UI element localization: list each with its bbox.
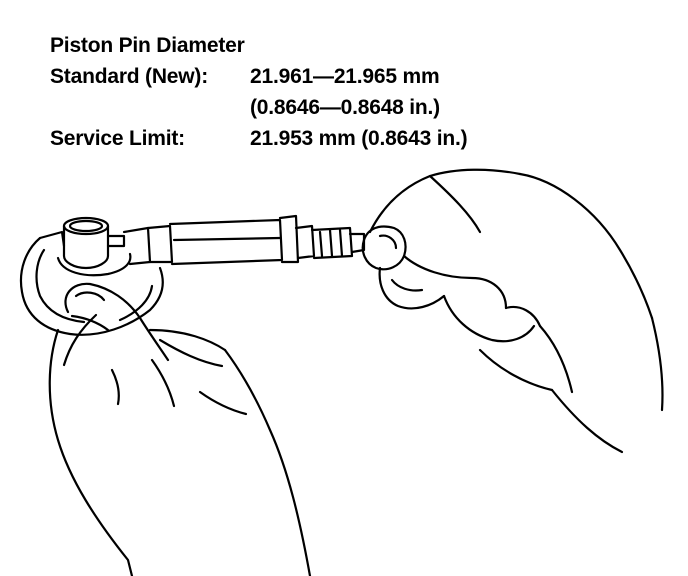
standard-label: Standard (New): bbox=[50, 65, 209, 88]
micrometer-hands-illustration bbox=[19, 168, 664, 576]
service-limit-label: Service Limit: bbox=[50, 127, 185, 150]
standard-in-spacer bbox=[50, 92, 250, 123]
standard-in-value: (0.8646—0.8648 in.) bbox=[250, 96, 440, 119]
service-limit-row: Service Limit: 21.953 mm (0.8643 in.) bbox=[50, 123, 468, 154]
left-fingers-icon bbox=[158, 338, 248, 416]
service-limit-value: 21.953 mm (0.8643 in.) bbox=[250, 127, 468, 150]
standard-mm-value: 21.961—21.965 mm bbox=[250, 65, 440, 88]
spec-title-row: Piston Pin Diameter bbox=[50, 30, 467, 61]
spec-block: Piston Pin Diameter Standard (New): 21.9… bbox=[50, 30, 468, 154]
micrometer-frame-icon bbox=[19, 216, 164, 336]
right-hand-icon bbox=[361, 168, 664, 454]
spec-title: Piston Pin Diameter bbox=[50, 34, 245, 57]
standard-row: Standard (New): 21.961—21.965 mm bbox=[50, 61, 467, 92]
micrometer-barrel-icon bbox=[122, 214, 366, 266]
standard-in-row: (0.8646—0.8648 in.) bbox=[50, 92, 467, 123]
left-hand-icon bbox=[48, 282, 312, 576]
